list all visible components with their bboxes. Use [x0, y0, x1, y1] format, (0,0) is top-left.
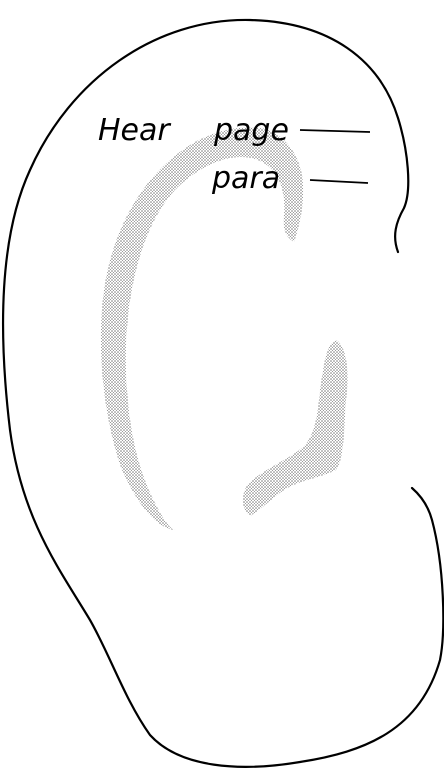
page-leader-line [300, 130, 370, 132]
label-hear: Hear [98, 113, 171, 148]
para-leader-line [310, 180, 368, 183]
concha-shading [243, 340, 348, 516]
label-page: page [213, 113, 289, 148]
label-para: para [211, 161, 280, 196]
